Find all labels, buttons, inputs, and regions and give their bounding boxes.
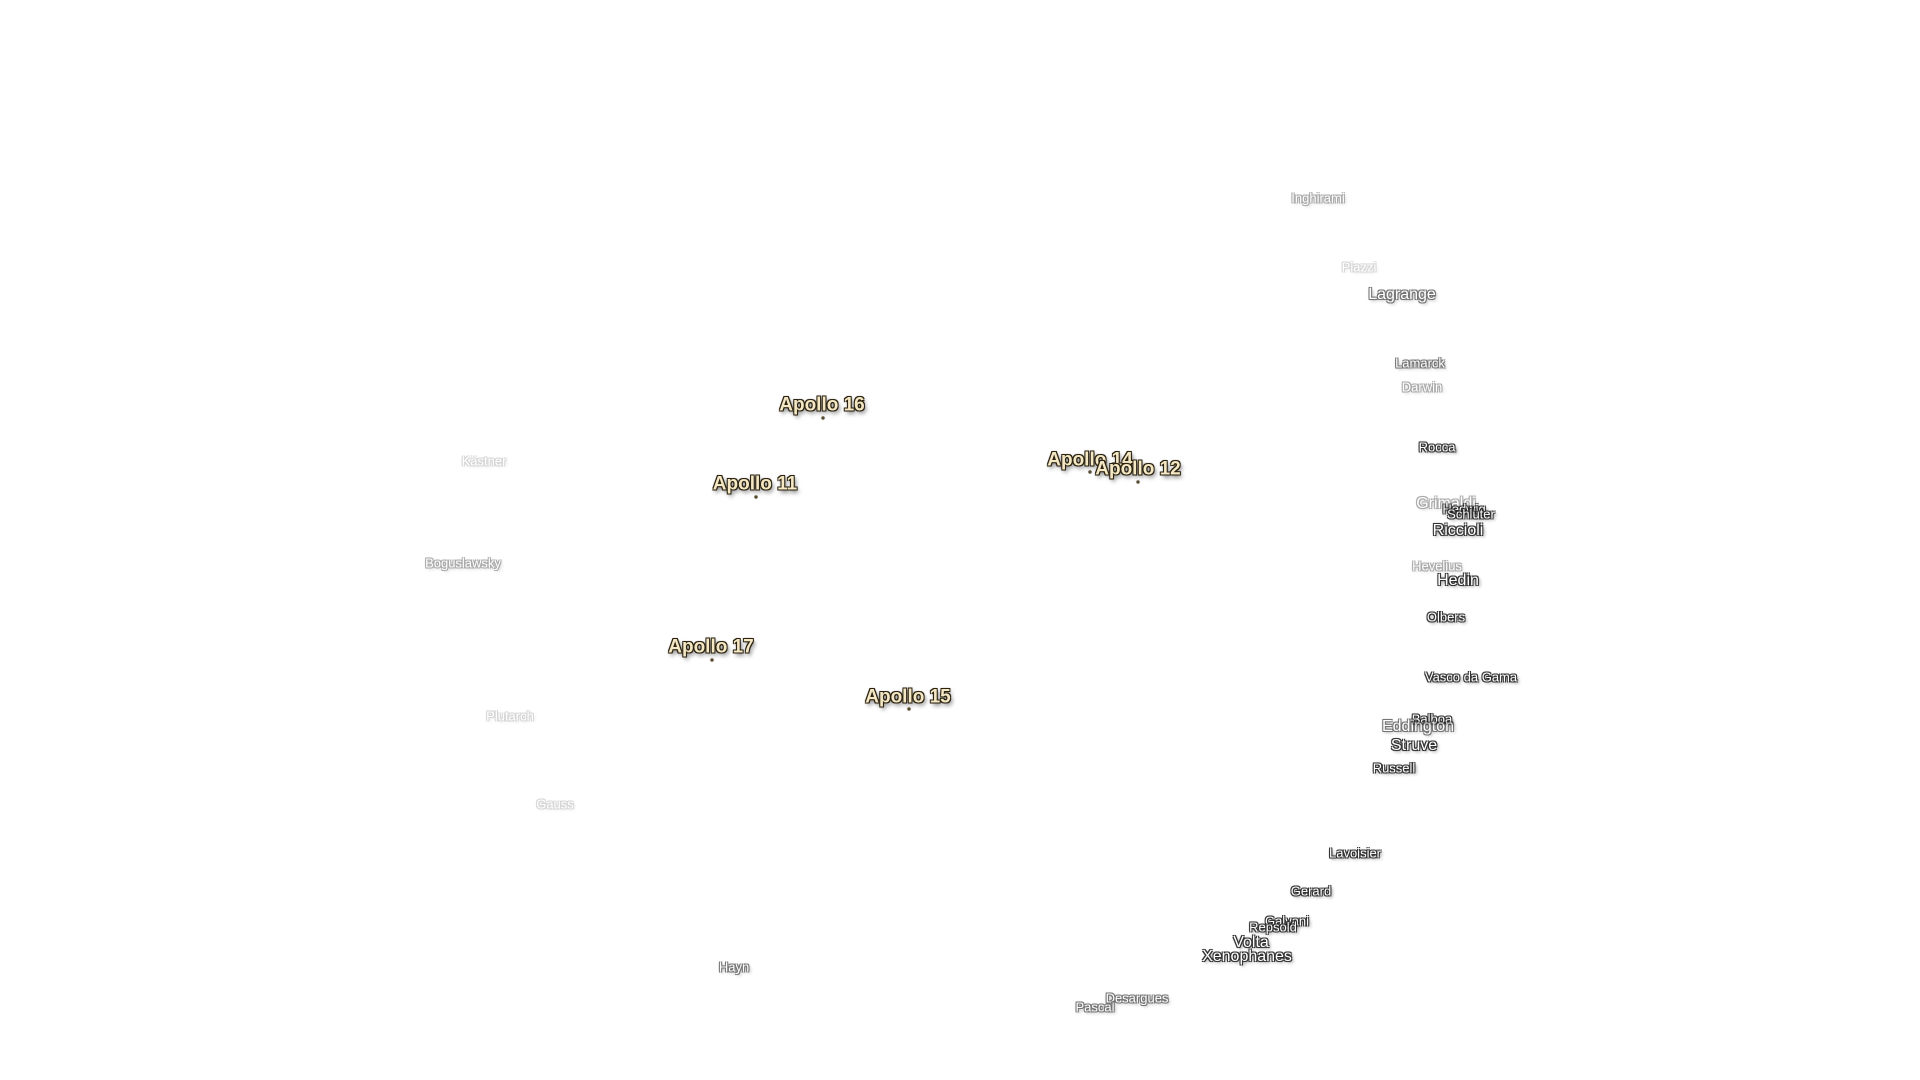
crater-label-olbers[interactable]: Olbers [1426,609,1466,625]
crater-label-darwin[interactable]: Darwin [1401,379,1443,395]
crater-label-xenophanes[interactable]: Xenophanes [1202,948,1292,965]
crater-label-struve[interactable]: Struve [1390,737,1438,754]
apollo-11-marker[interactable] [754,495,758,499]
apollo-17-label[interactable]: Apollo 17 [668,636,754,658]
crater-label-lavoisier[interactable]: Lavoisier [1328,845,1382,861]
crater-label-desargues[interactable]: Desargues [1105,990,1169,1006]
crater-label-hedin[interactable]: Hedin [1437,572,1479,589]
crater-label-balboa[interactable]: Balboa [1411,711,1453,727]
apollo-12-marker[interactable] [1136,480,1140,484]
crater-label-lamarck[interactable]: Lamarck [1395,355,1445,371]
crater-label-hedwig[interactable]: Hedwig [1442,501,1486,517]
apollo-11-label[interactable]: Apollo 11 [712,473,798,495]
apollo-14-label[interactable]: Apollo 14 [1047,449,1133,471]
crater-label-plutarch[interactable]: Plutarch [486,708,534,724]
crater-label-gauss[interactable]: Gauss [536,796,574,812]
crater-label-riccioli[interactable]: Riccioli [1432,522,1484,539]
crater-label-rocca[interactable]: Rocca [1418,439,1456,455]
apollo-15-marker[interactable] [907,707,911,711]
apollo-12-label[interactable]: Apollo 12 [1095,458,1181,480]
apollo-16-label[interactable]: Apollo 16 [779,394,865,416]
crater-label-pascal[interactable]: Pascal [1075,999,1115,1015]
crater-label-russell[interactable]: Russell [1372,760,1416,776]
crater-label-piazzi[interactable]: Piazzi [1341,259,1377,275]
apollo-15-label[interactable]: Apollo 15 [865,686,951,708]
crater-label-inghirami[interactable]: Inghirami [1291,190,1345,206]
crater-label-gerard[interactable]: Gerard [1290,883,1332,899]
crater-label-hevelius[interactable]: Hevelius [1412,558,1462,574]
apollo-16-marker[interactable] [821,416,825,420]
crater-label-vasco-da-gama[interactable]: Vasco da Gama [1424,669,1518,685]
apollo-14-marker[interactable] [1088,470,1092,474]
crater-label-grimaldi[interactable]: Grimaldi [1416,495,1476,512]
crater-label-galvani[interactable]: Galvani [1264,913,1310,929]
crater-label-schluter[interactable]: Schlüter [1447,506,1495,522]
crater-label-kastner[interactable]: Kästner [461,453,507,469]
crater-label-lagrange[interactable]: Lagrange [1368,286,1436,303]
crater-label-repsold[interactable]: Repsold [1249,919,1297,935]
apollo-17-marker[interactable] [710,658,714,662]
crater-label-boguslawsky[interactable]: Boguslawsky [425,555,501,571]
crater-label-eddington[interactable]: Eddington [1381,718,1455,735]
crater-label-volta[interactable]: Volta [1233,934,1269,951]
crater-label-hayn[interactable]: Hayn [718,959,750,975]
